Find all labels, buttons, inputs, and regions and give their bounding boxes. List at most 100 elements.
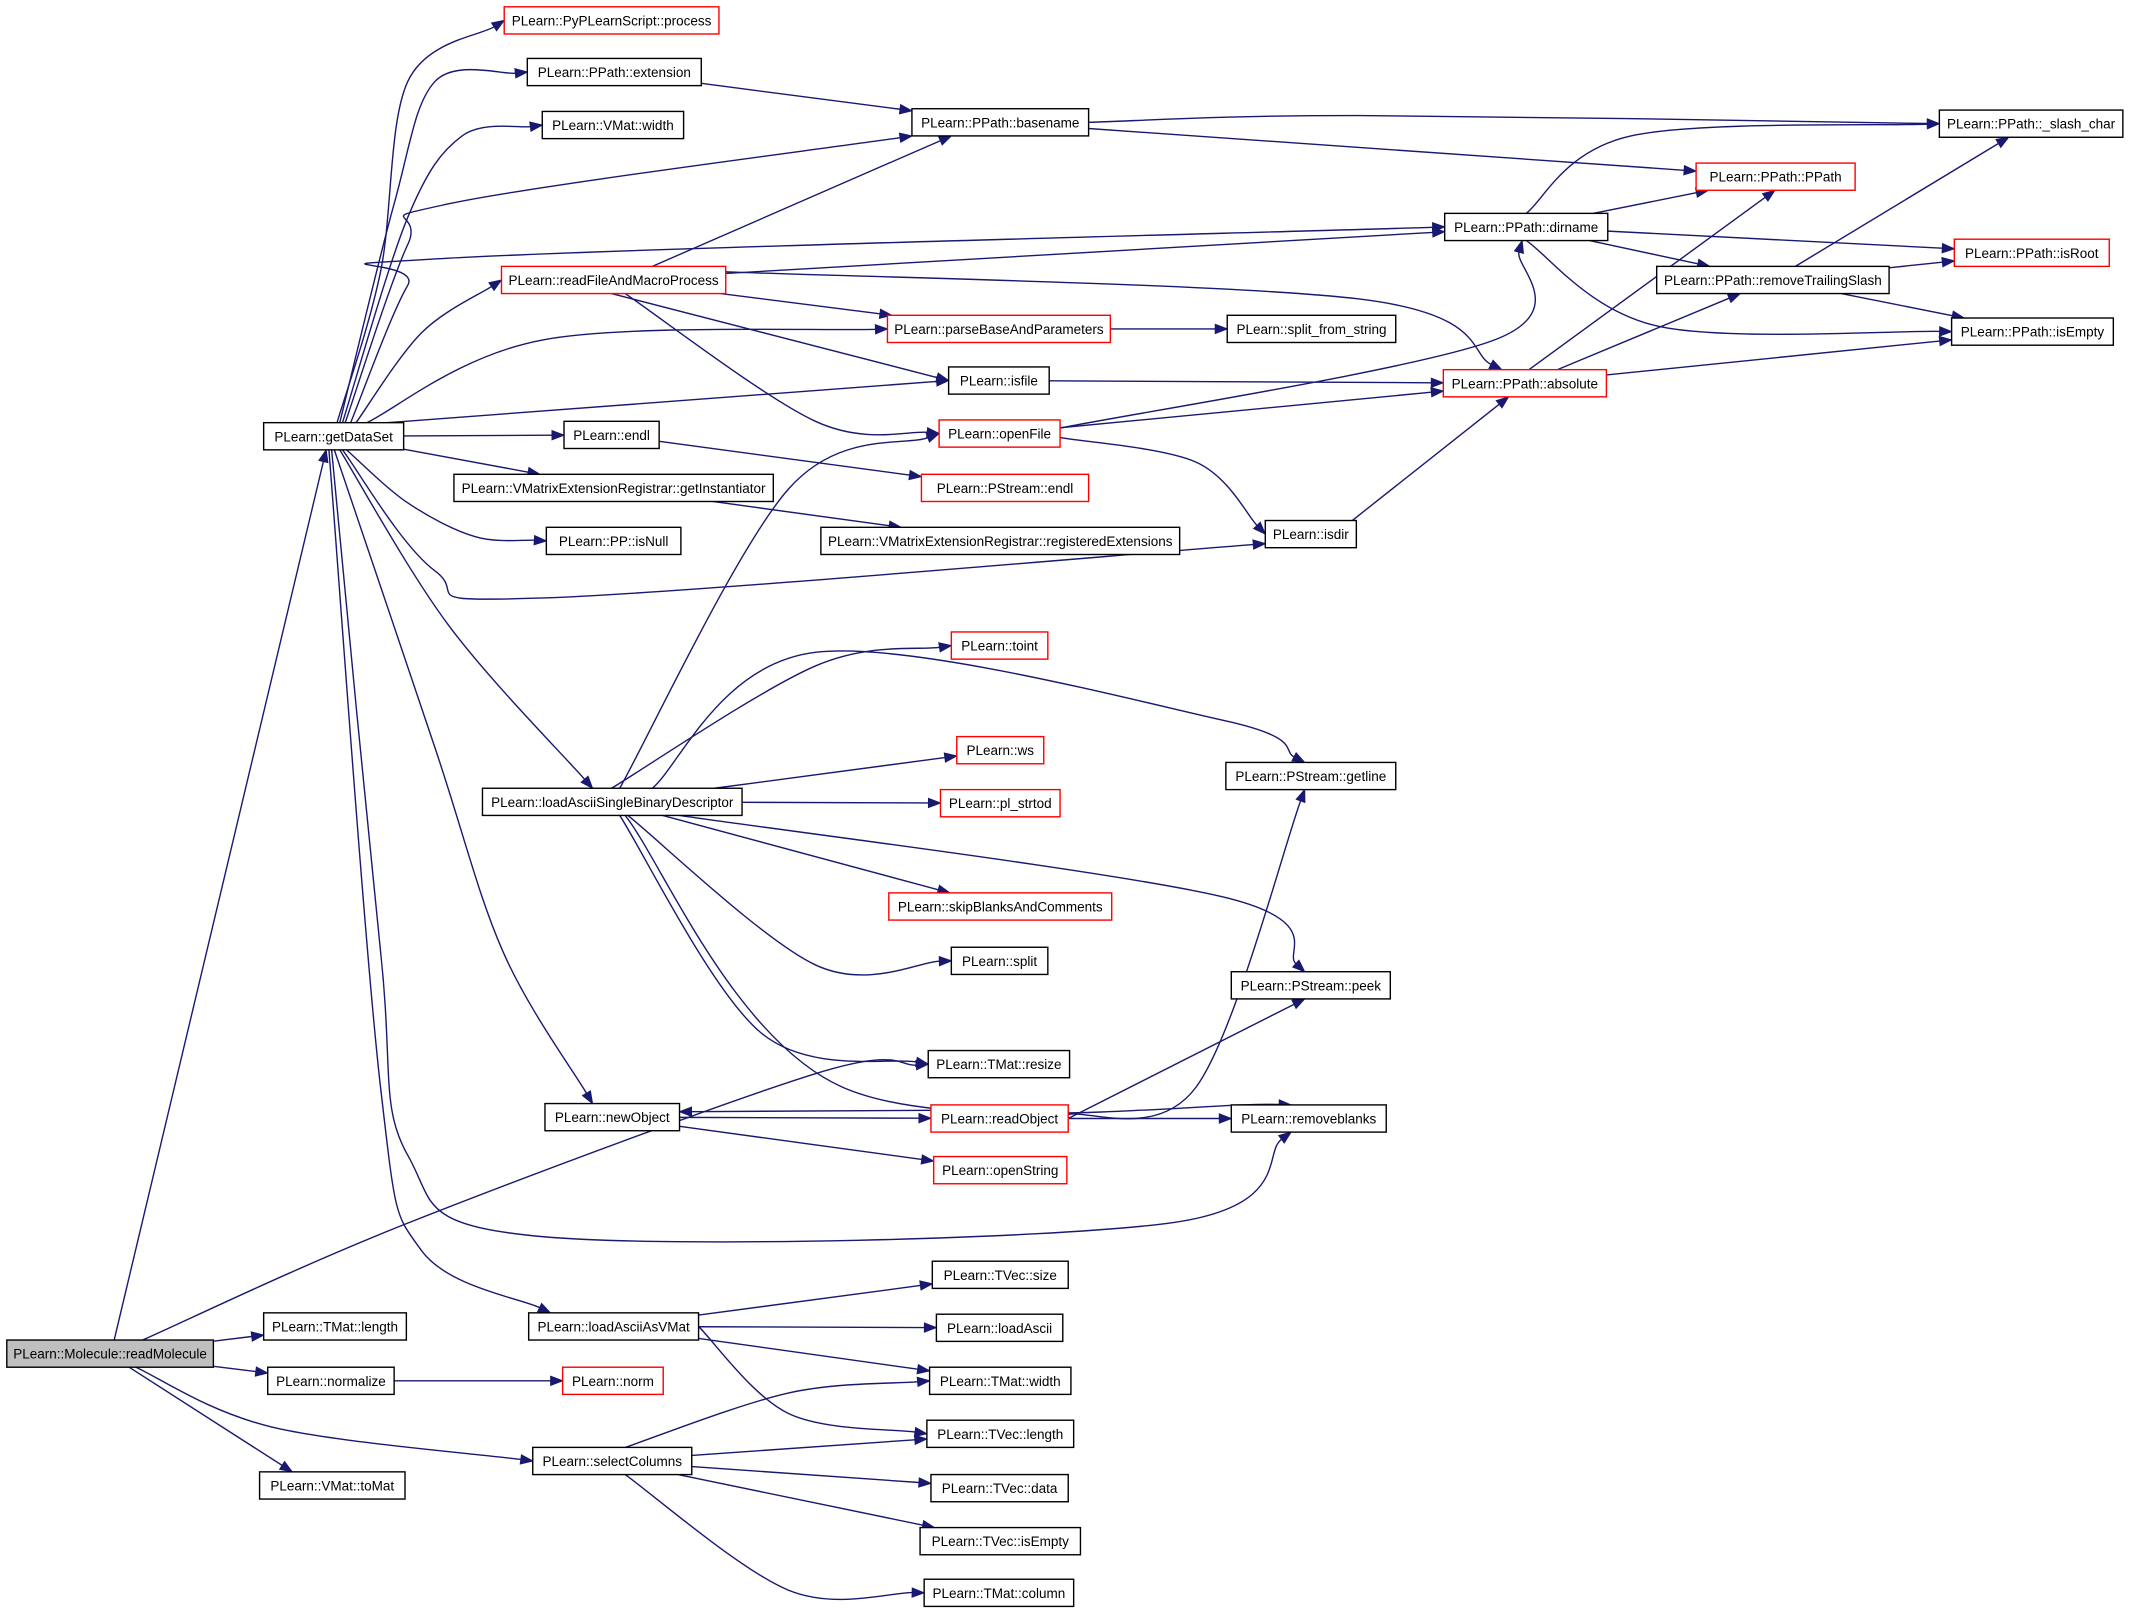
arrowhead [1430, 386, 1445, 398]
edge-readObject-to-removeblanks [1068, 1113, 1233, 1124]
node-ppathCtor[interactable]: PLearn::PPath::PPath [1695, 162, 1856, 191]
node-label: PLearn::PP::isNull [559, 534, 669, 549]
node-tvecData[interactable]: PLearn::TVec::data [930, 1473, 1069, 1503]
edge-readFileAndMacro-to-parseBase [720, 292, 894, 320]
node-pyProcess[interactable]: PLearn::PyPLearnScript::process [503, 6, 720, 35]
node-box [927, 1049, 1071, 1079]
arrowhead [580, 775, 594, 790]
edge-readFileAndMacro-to-absolute [725, 271, 1504, 371]
arrowhead [918, 1112, 933, 1124]
edge-selectColumns-to-tmatColumn [624, 1474, 926, 1601]
node-label: PLearn::TMat::column [933, 1586, 1066, 1601]
node-ppathIsEmpty[interactable]: PLearn::PPath::isEmpty [1950, 317, 2115, 346]
node-absolute[interactable]: PLearn::PPath::absolute [1442, 368, 1608, 398]
node-tmatLength[interactable]: PLearn::TMat::length [262, 1312, 408, 1341]
node-split[interactable]: PLearn::split [950, 946, 1049, 976]
node-normalize[interactable]: PLearn::normalize [267, 1366, 395, 1396]
node-label: PLearn::readFileAndMacroProcess [509, 273, 719, 288]
node-newObject[interactable]: PLearn::newObject [544, 1102, 681, 1132]
node-box [1442, 368, 1608, 398]
node-box [1225, 761, 1397, 791]
node-dirname[interactable]: PLearn::PPath::dirname [1443, 212, 1609, 242]
node-openFile[interactable]: PLearn::openFile [938, 419, 1061, 448]
node-box [544, 1102, 681, 1132]
node-openString[interactable]: PLearn::openString [932, 1155, 1068, 1185]
edge-getDataSet-to-readFileAndMacro [355, 279, 503, 424]
node-isRoot[interactable]: PLearn::PPath::isRoot [1953, 238, 2110, 268]
node-readFileAndMacro[interactable]: PLearn::readFileAndMacroProcess [500, 265, 727, 295]
node-label: PLearn::PStream::endl [937, 481, 1074, 496]
node-slashChar[interactable]: PLearn::PPath::_slash_char [1938, 109, 2124, 138]
node-box [939, 788, 1061, 818]
arrowhead [1252, 539, 1267, 550]
arrowhead [1488, 359, 1504, 371]
node-getDataSet[interactable]: PLearn::getDataSet [262, 421, 405, 451]
node-box [947, 366, 1050, 395]
node-vmatWidth[interactable]: PLearn::VMat::width [541, 110, 685, 140]
node-vmatToMat[interactable]: PLearn::VMat::toMat [258, 1471, 406, 1500]
edge-basename-to-slashChar [1088, 114, 1941, 129]
node-registeredExt[interactable]: PLearn::VMatrixExtensionRegistrar::regis… [820, 526, 1181, 556]
node-tvecIsEmpty[interactable]: PLearn::TVec::isEmpty [919, 1526, 1082, 1556]
arrowhead [1218, 1113, 1233, 1124]
node-label: PLearn::TMat::resize [936, 1057, 1061, 1072]
node-box [1443, 212, 1609, 242]
node-getInstantiator[interactable]: PLearn::VMatrixExtensionRegistrar::getIn… [453, 473, 775, 503]
node-removeTrailing[interactable]: PLearn::PPath::removeTrailingSlash [1655, 265, 1890, 295]
node-isNull[interactable]: PLearn::PP::isNull [545, 526, 682, 556]
edge-openFile-to-isdir [1059, 436, 1267, 536]
node-label: PLearn::VMatrixExtensionRegistrar::regis… [828, 534, 1173, 549]
node-parseBase[interactable]: PLearn::parseBaseAndParameters [886, 314, 1112, 344]
node-readObject[interactable]: PLearn::readObject [930, 1104, 1069, 1133]
arrowhead [913, 1426, 929, 1438]
node-skipBlanks[interactable]: PLearn::skipBlanksAndComments [888, 892, 1113, 921]
node-tmatResize[interactable]: PLearn::TMat::resize [927, 1049, 1071, 1079]
node-label: PLearn::pl_strtod [949, 796, 1052, 811]
node-tvecSize[interactable]: PLearn::TVec::size [931, 1260, 1069, 1290]
edge-getDataSet-to-parseBase [366, 323, 889, 424]
edge-loadAsciiSingle-to-openFile [619, 432, 941, 789]
node-splitFromString[interactable]: PLearn::split_from_string [1226, 314, 1397, 344]
node-removeblanks[interactable]: PLearn::removeblanks [1230, 1104, 1387, 1133]
edge-extension-to-basename [701, 82, 914, 115]
node-loadAscii[interactable]: PLearn::loadAscii [935, 1313, 1064, 1343]
node-isfile[interactable]: PLearn::isfile [947, 366, 1050, 395]
edge-readFileAndMacro-to-dirname [725, 227, 1447, 275]
edge-getDataSet-to-newObject [333, 449, 594, 1105]
edge-removeTrailing-to-ppathIsEmpty [1841, 292, 1966, 321]
node-peek[interactable]: PLearn::PStream::peek [1230, 971, 1392, 1000]
node-plStrtod[interactable]: PLearn::pl_strtod [939, 788, 1061, 818]
node-box [931, 1260, 1069, 1290]
node-tmatWidth[interactable]: PLearn::TMat::width [928, 1366, 1072, 1396]
arrowhead [878, 308, 894, 320]
node-tvecLength[interactable]: PLearn::TVec::length [926, 1419, 1075, 1449]
arrowhead [938, 955, 953, 967]
node-box [886, 314, 1112, 344]
edge-dirname-to-removeTrailing [1589, 239, 1712, 269]
node-box [532, 1446, 693, 1476]
edge-selectColumns-to-tvecIsEmpty [677, 1473, 936, 1531]
node-label: PLearn::TVec::isEmpty [932, 1534, 1070, 1549]
node-isdir[interactable]: PLearn::isdir [1264, 519, 1358, 549]
node-getline[interactable]: PLearn::PStream::getline [1225, 761, 1397, 791]
arrowhead [908, 469, 923, 481]
edge-dirname-to-ppathCtor [1593, 187, 1710, 215]
node-box [1655, 265, 1890, 295]
node-endl[interactable]: PLearn::endl [563, 420, 660, 450]
node-ws[interactable]: PLearn::ws [956, 735, 1045, 765]
node-basename[interactable]: PLearn::PPath::basename [911, 108, 1090, 137]
node-norm[interactable]: PLearn::norm [561, 1366, 664, 1396]
edge-absolute-to-ppathIsEmpty [1606, 335, 1953, 376]
node-pstreamEndl[interactable]: PLearn::PStream::endl [920, 473, 1090, 503]
node-box [1230, 971, 1392, 1000]
node-loadAsciiSingle[interactable]: PLearn::loadAsciiSingleBinaryDescriptor [481, 787, 743, 817]
node-loadAsciiAsVMat[interactable]: PLearn::loadAsciiAsVMat [527, 1312, 700, 1341]
node-label: PLearn::readObject [941, 1112, 1058, 1127]
node-tmatColumn[interactable]: PLearn::TMat::column [923, 1578, 1075, 1608]
node-label: PLearn::newObject [555, 1110, 670, 1125]
node-toint[interactable]: PLearn::toint [950, 631, 1049, 660]
node-label: PLearn::PPath::dirname [1454, 220, 1598, 235]
node-readMolecule[interactable]: PLearn::Molecule::readMolecule [6, 1339, 215, 1368]
node-extension[interactable]: PLearn::PPath::extension [526, 57, 702, 87]
node-selectColumns[interactable]: PLearn::selectColumns [532, 1446, 693, 1476]
